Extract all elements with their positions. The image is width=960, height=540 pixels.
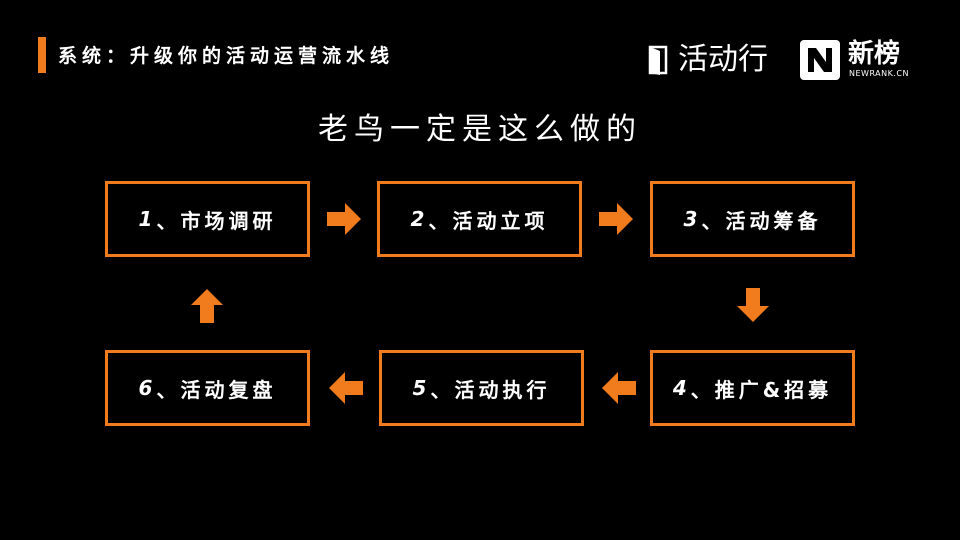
arrow-left-icon	[602, 372, 636, 404]
brand-name-newrank-cn: 新榜	[848, 39, 901, 69]
step-separator: 、	[156, 377, 181, 402]
step-6-review: 6、活动复盘	[105, 350, 310, 426]
step-label: 推广&招募	[714, 377, 833, 402]
step-separator: 、	[156, 208, 181, 233]
arrow-right-icon	[599, 203, 633, 235]
header-title: 系统：升级你的活动运营流水线	[58, 45, 395, 67]
step-number: 6	[138, 376, 157, 400]
brand-name-huodongxing: 活动行	[678, 42, 768, 77]
arrow-right-icon	[327, 203, 361, 235]
step-number: 3	[683, 207, 702, 231]
brand-logo-huodongxing: 活动行	[648, 40, 768, 80]
newrank-n-logo-icon	[800, 40, 840, 80]
arrow-left-icon	[329, 372, 363, 404]
brand-name-newrank-en: NEWRANK.CN	[849, 69, 909, 78]
arrow-up-icon	[191, 289, 223, 323]
header-accent-bar	[38, 37, 46, 73]
newrank-text: 新榜 NEWRANK.CN	[848, 39, 920, 81]
step-label: 活动复盘	[180, 377, 277, 402]
step-number: 2	[410, 207, 429, 231]
step-number: 1	[138, 207, 157, 231]
step-5-execution: 5、活动执行	[379, 350, 584, 426]
step-label: 活动筹备	[725, 208, 822, 233]
step-1-market-research: 1、市场调研	[105, 181, 310, 257]
step-3-preparation: 3、活动筹备	[650, 181, 855, 257]
step-label: 活动立项	[452, 208, 549, 233]
step-separator: 、	[701, 208, 726, 233]
main-title: 老鸟一定是这么做的	[318, 112, 642, 147]
step-number: 5	[412, 376, 431, 400]
step-4-promotion: 4、推广&招募	[650, 350, 855, 426]
step-2-project-approval: 2、活动立项	[377, 181, 582, 257]
step-label: 活动执行	[454, 377, 551, 402]
door-logo-icon	[648, 45, 668, 75]
step-number: 4	[672, 376, 691, 400]
step-label: 市场调研	[180, 208, 277, 233]
step-separator: 、	[430, 377, 455, 402]
step-separator: 、	[428, 208, 453, 233]
brand-logo-newrank: 新榜 NEWRANK.CN	[800, 38, 920, 82]
arrow-down-icon	[737, 288, 769, 322]
step-separator: 、	[690, 377, 715, 402]
